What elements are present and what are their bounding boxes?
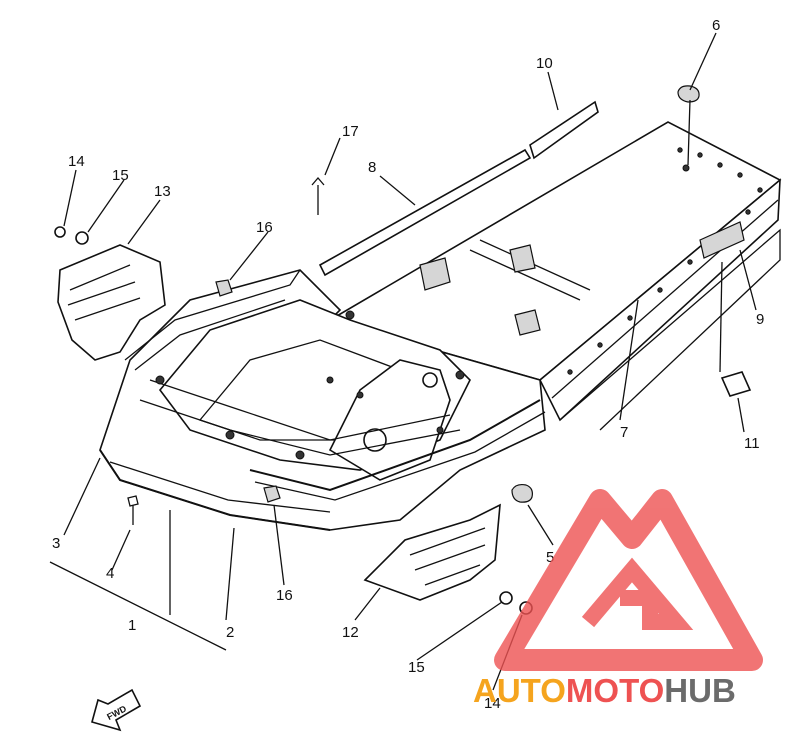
watermark-moto: MOTO bbox=[566, 672, 664, 709]
leader-lines bbox=[49, 32, 757, 691]
callout-12: 12 bbox=[342, 624, 359, 641]
part-10-strip bbox=[529, 100, 599, 160]
callout-16: 16 bbox=[256, 219, 273, 236]
part-8-strip bbox=[318, 148, 532, 277]
callout-13: 13 bbox=[154, 183, 171, 200]
chassis-frame bbox=[99, 121, 782, 531]
part-13-shield bbox=[57, 244, 166, 361]
watermark-logo-icon bbox=[494, 489, 763, 671]
part-17-rivet bbox=[311, 177, 325, 215]
part-6-plug bbox=[677, 85, 700, 103]
svg-text:AUTOMOTOHUB: AUTOMOTOHUB bbox=[473, 672, 736, 709]
part-12-shield bbox=[363, 503, 501, 601]
callout-2: 2 bbox=[226, 624, 234, 641]
callout-5: 5 bbox=[546, 549, 554, 566]
callout-9: 9 bbox=[756, 311, 764, 328]
callout-17: 17 bbox=[342, 123, 359, 140]
callout-11: 11 bbox=[744, 435, 760, 452]
part-9-decal bbox=[699, 221, 745, 259]
callout-16b: 16 bbox=[276, 587, 293, 604]
callout-14b: 14 bbox=[484, 695, 501, 712]
callout-8: 8 bbox=[368, 159, 376, 176]
callout-7: 7 bbox=[620, 424, 628, 441]
automotohub-watermark: AUTOMOTOHUB bbox=[473, 489, 763, 709]
callout-15b: 15 bbox=[408, 659, 425, 676]
watermark-hub: HUB bbox=[664, 672, 736, 709]
watermark-auto: AUTO bbox=[473, 672, 566, 709]
callout-3: 3 bbox=[52, 535, 60, 552]
callout-1: 1 bbox=[128, 617, 136, 634]
callout-10: 10 bbox=[536, 55, 553, 72]
callout-4: 4 bbox=[106, 565, 114, 582]
callout-labels: 1 2 3 4 5 6 7 8 9 10 11 12 13 14 15 16 1… bbox=[52, 17, 764, 712]
callout-6: 6 bbox=[712, 17, 720, 34]
callout-14: 14 bbox=[68, 153, 85, 170]
callout-15: 15 bbox=[112, 167, 129, 184]
part-11-label bbox=[720, 371, 752, 397]
forward-arrow: FWD bbox=[91, 688, 142, 732]
